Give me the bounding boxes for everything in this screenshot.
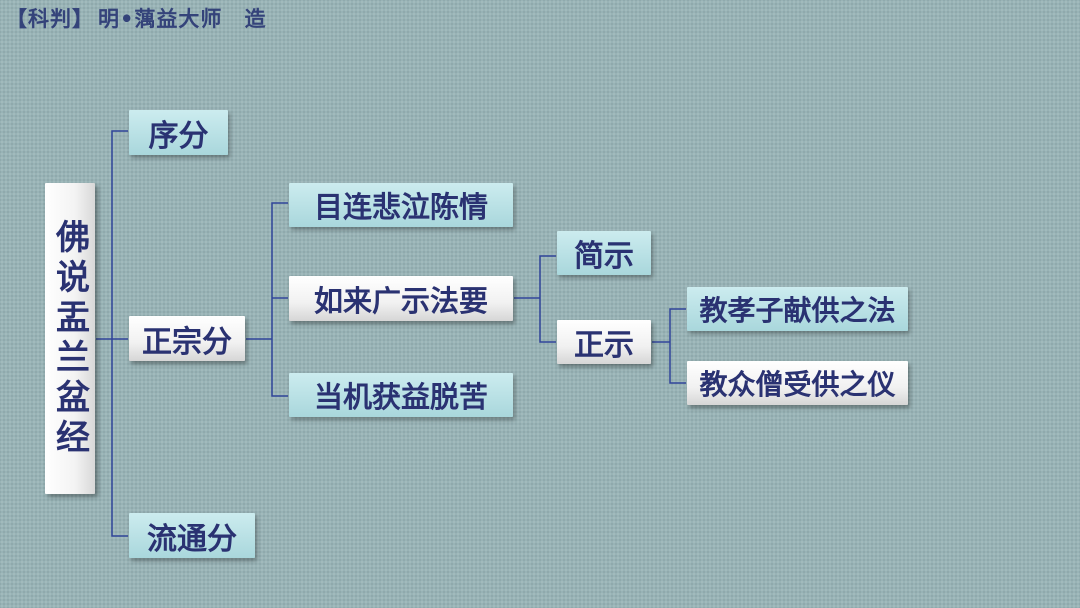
header-tag: 【科判】: [6, 6, 94, 31]
slide-header: 【科判】明•蕅益大师造: [6, 4, 266, 34]
node-xiaozi-xiangong: 教孝子献供之法: [687, 287, 908, 331]
connector-fayao-bracket: [539, 255, 556, 343]
node-dangji-huoyi: 当机获益脱苦: [289, 373, 513, 417]
connector-zhengzong-bracket: [271, 202, 288, 397]
node-zhengzongfen: 正宗分: [129, 316, 245, 361]
connector-zhengshi-bracket: [669, 308, 686, 384]
node-jianshi: 简示: [557, 231, 651, 275]
header-craft: 造: [244, 6, 267, 31]
node-zhengshi: 正示: [557, 320, 651, 364]
node-rulai-guangshi: 如来广示法要: [289, 276, 513, 321]
node-mulian-beiqi: 目连悲泣陈情: [289, 183, 513, 227]
node-xufen: 序分: [129, 110, 228, 155]
node-zhongseng-shougong: 教众僧受供之仪: [687, 361, 908, 405]
connector-level1-bracket: [111, 130, 128, 537]
header-credit: 明•蕅益大师: [98, 6, 223, 31]
node-liutongfen: 流通分: [129, 513, 255, 558]
root-node-sutra-title: 佛说盂兰盆经: [45, 183, 95, 494]
